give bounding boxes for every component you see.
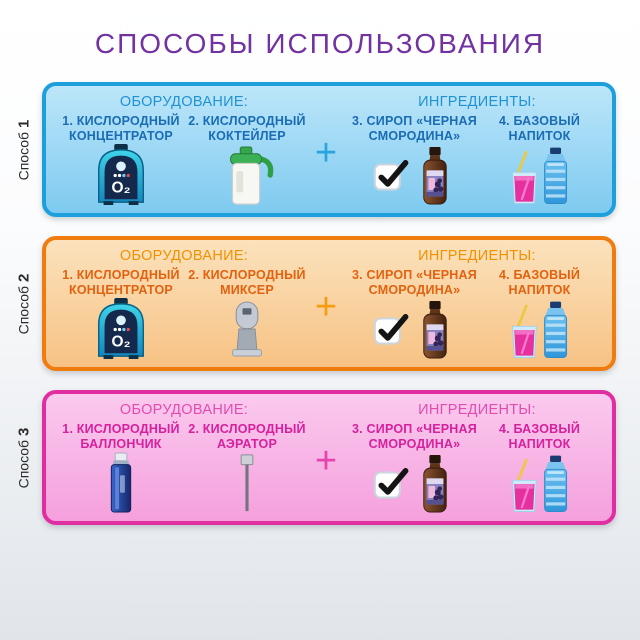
- glass-and-water-bottle-icon: [507, 147, 573, 205]
- page-title: СПОСОБЫ ИСПОЛЬЗОВАНИЯ: [94, 28, 546, 59]
- plus-sign: +: [314, 132, 338, 174]
- oxygen-concentrator-icon: [91, 144, 151, 206]
- method-3-side-label: Способ 3: [6, 390, 42, 525]
- oxygen-mixer-icon: [220, 298, 274, 360]
- ingredients-header: ИНГРЕДИЕНТЫ:: [418, 248, 536, 264]
- glass-and-water-bottle-icon: [507, 301, 573, 359]
- side-word: Способ: [15, 131, 32, 180]
- method-1-side-label: Способ 1: [6, 82, 42, 217]
- plus-sign: +: [314, 440, 338, 482]
- checked-checkbox-icon: [373, 312, 409, 346]
- method-2-side-label: Способ 2: [6, 236, 42, 371]
- checked-checkbox-icon: [373, 466, 409, 500]
- oxygen-spray-can-icon: [99, 452, 143, 514]
- ingredients-header: ИНГРЕДИЕНТЫ:: [418, 94, 536, 110]
- side-number: 3: [15, 427, 33, 436]
- side-word: Способ: [15, 439, 32, 488]
- blackcurrant-syrup-bottle-icon: [414, 301, 456, 359]
- oxygen-concentrator-icon: [91, 298, 151, 360]
- oxygen-cocktail-maker-icon: [218, 146, 276, 206]
- checked-checkbox-icon: [373, 158, 409, 192]
- side-number: 1: [15, 119, 33, 128]
- oxygen-aerator-icon: [229, 452, 265, 514]
- side-number: 2: [15, 273, 33, 282]
- blackcurrant-syrup-bottle-icon: [414, 147, 456, 205]
- ingredients-header: ИНГРЕДИЕНТЫ:: [418, 402, 536, 418]
- equipment-header: ОБОРУДОВАНИЕ:: [119, 94, 249, 110]
- side-word: Способ: [15, 285, 32, 334]
- glass-and-water-bottle-icon: [507, 455, 573, 513]
- plus-sign: +: [314, 286, 338, 328]
- equipment-header: ОБОРУДОВАНИЕ:: [119, 402, 249, 418]
- equipment-header: ОБОРУДОВАНИЕ:: [119, 248, 249, 264]
- blackcurrant-syrup-bottle-icon: [414, 455, 456, 513]
